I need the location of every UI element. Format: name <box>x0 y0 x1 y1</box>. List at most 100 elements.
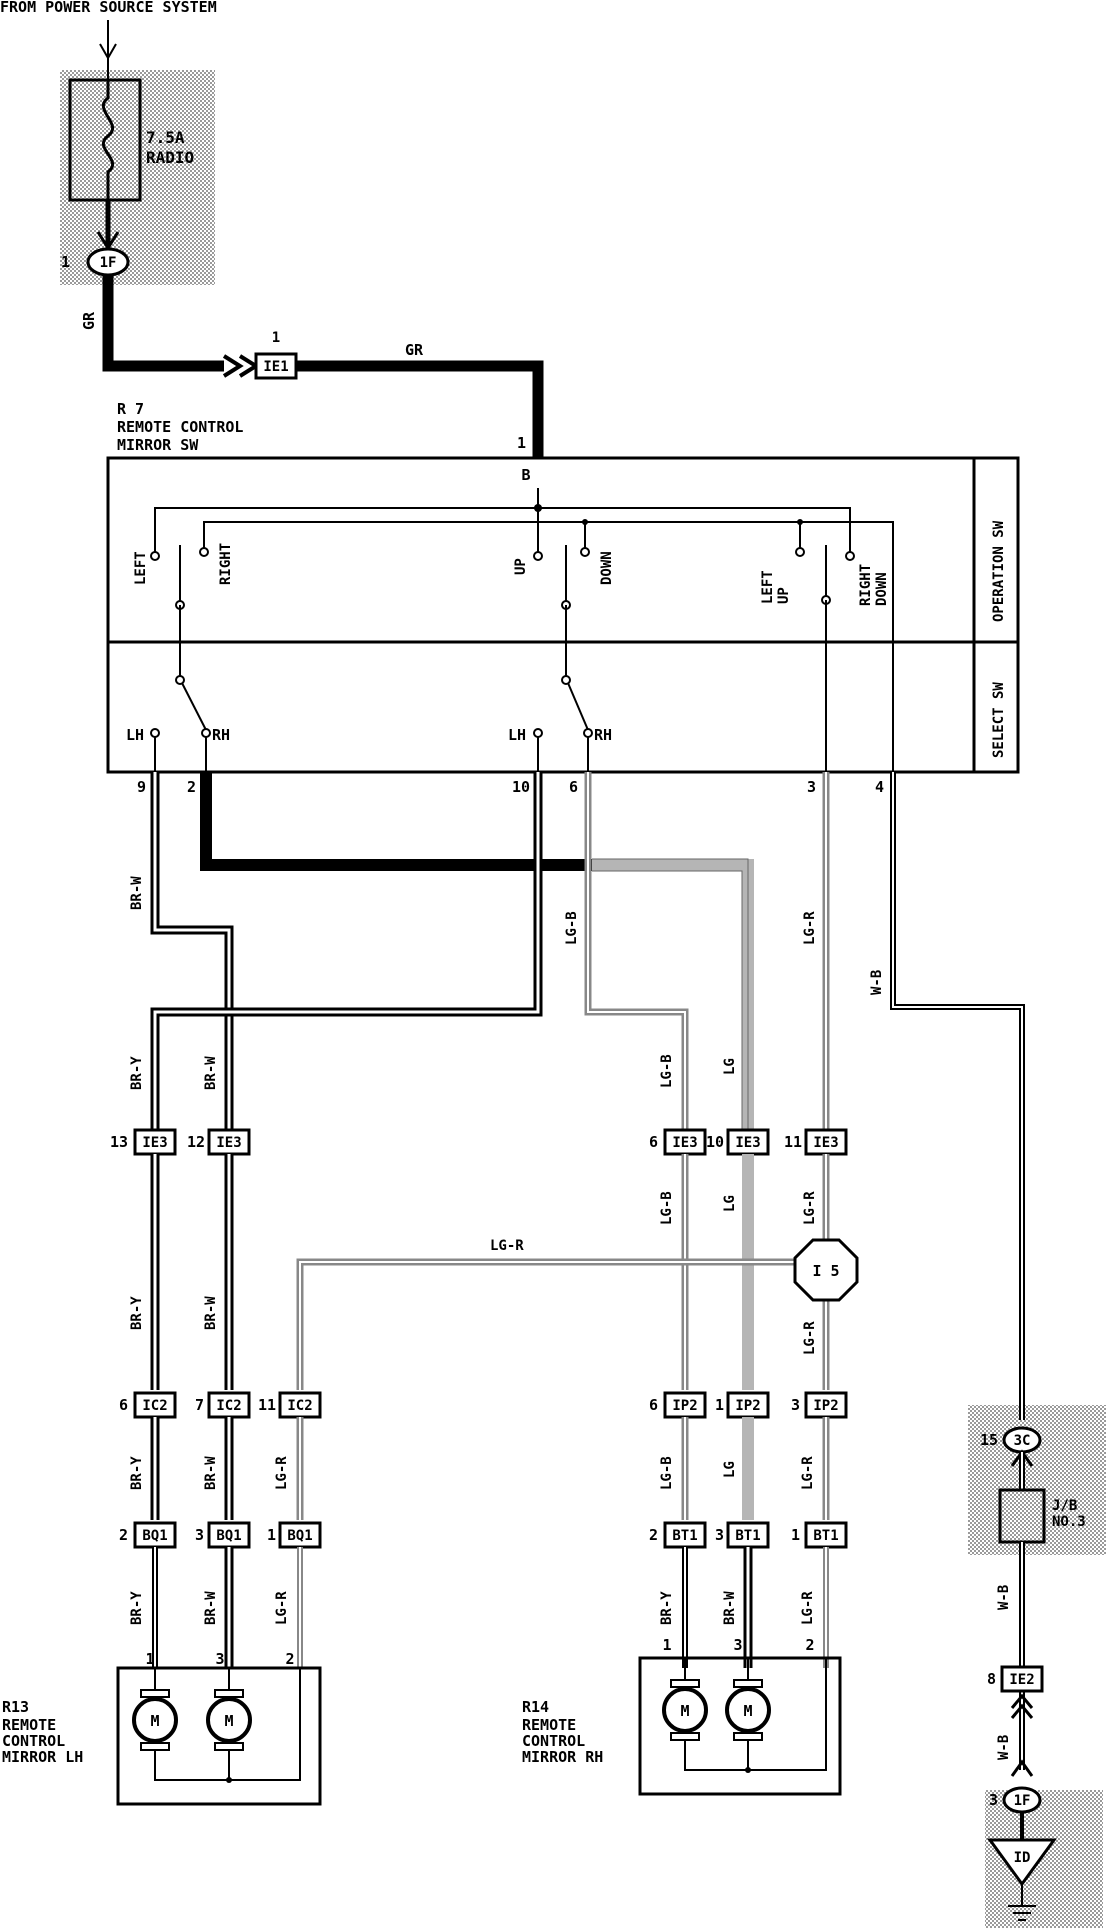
connector-ip2-1-label: IP2 <box>735 1398 760 1414</box>
contact-up: UP <box>513 558 529 575</box>
motor-label: M <box>224 1712 233 1730</box>
connector-ic2-7-label: IC2 <box>216 1398 241 1414</box>
connector-3c-label: 3C <box>1014 1433 1031 1449</box>
junction-block-line2: NO.3 <box>1052 1514 1086 1530</box>
connector-ie1-label: IE1 <box>263 359 288 375</box>
connector-ie3-10-label: IE3 <box>735 1135 760 1151</box>
connector-ic2-11-label: IC2 <box>287 1398 312 1414</box>
junction-block-shade <box>968 1405 1106 1555</box>
mirror-lh-line2: CONTROL <box>2 1732 65 1750</box>
fuse-box <box>68 78 142 202</box>
bq1-bt1-row: BQ1 2 BQ1 3 BQ1 1 BT1 2 BT1 3 BT1 1 <box>119 1521 848 1549</box>
contact-rh-1: RH <box>212 726 230 744</box>
mirror-rh-id: R14 <box>522 1698 549 1716</box>
contact-left-up-1: LEFT <box>760 570 776 604</box>
wire-gr-label-2: GR <box>405 341 424 359</box>
connector-ie3-12-pin: 12 <box>187 1133 205 1151</box>
connector-bq1-2-pin: 2 <box>119 1526 128 1544</box>
connector-bt1-1-pin: 1 <box>791 1526 800 1544</box>
connector-bq1-1-pin: 1 <box>267 1526 276 1544</box>
connector-ic2-6-pin: 6 <box>119 1396 128 1414</box>
wire-lg-b-label-4: LG-B <box>659 1456 675 1490</box>
ground-icon <box>1008 1884 1036 1921</box>
fuse-block: 7.5A RADIO 1F 1 <box>61 20 194 277</box>
wire-w-b-main <box>890 772 1025 1420</box>
ground-point-icon <box>987 1838 1057 1887</box>
motor-label: M <box>743 1702 752 1720</box>
connector-ie3-6-pin: 6 <box>649 1133 658 1151</box>
wire-lg-r-branch <box>296 1258 806 1390</box>
connector-ie3-10-pin: 10 <box>706 1133 724 1151</box>
fuse-name: RADIO <box>146 148 194 167</box>
select-sw-label: SELECT SW <box>991 682 1007 758</box>
connector-ie3-12-label: IE3 <box>216 1135 241 1151</box>
connector-bq1-2-label: BQ1 <box>142 1528 167 1544</box>
connector-ip2-3-pin: 3 <box>791 1396 800 1414</box>
connector-ie2 <box>1000 1665 1044 1693</box>
fuse-icon <box>101 80 115 200</box>
switch-r7: OPERATION SW SELECT SW B LEFT RIGHT UP D… <box>106 456 1020 774</box>
header-title: FROM POWER SOURCE SYSTEM <box>0 0 217 16</box>
wire-lg-gray <box>592 859 754 1142</box>
wire-lg-label-2: LG <box>722 1195 738 1212</box>
connector-ie1-pin: 1 <box>272 330 280 346</box>
wire-br-y-label-3: BR-Y <box>129 1456 145 1490</box>
connector-ie3-11-label: IE3 <box>813 1135 838 1151</box>
switch-id: R 7 <box>117 400 144 418</box>
motor-icon <box>725 1687 771 1733</box>
contact-right-down-1: RIGHT <box>858 564 874 606</box>
wire-br-w-label-2: BR-W <box>203 1056 219 1090</box>
connector-ip2-6-label: IP2 <box>672 1398 697 1414</box>
contact-lh-2: LH <box>508 726 526 744</box>
wire-gr-2 <box>296 360 544 458</box>
wire-lg-r-label-2: LG-R <box>802 1191 818 1225</box>
mirror-rh-pin-1: 1 <box>662 1636 671 1654</box>
power-source-shade <box>60 70 215 285</box>
connector-bq1-3-pin: 3 <box>195 1526 204 1544</box>
wire-w-b-label-1: W-B <box>869 970 885 995</box>
wire-w-b-label-2: W-B <box>996 1585 1012 1610</box>
motor-label: M <box>150 1712 159 1730</box>
wire-lg-label-3: LG <box>722 1461 738 1478</box>
switch-pin-3: 3 <box>807 778 816 796</box>
mirror-rh-pin-2: 2 <box>805 1636 814 1654</box>
wire-br-w-label-5: BR-W <box>203 1591 219 1625</box>
ie3-row: IE3 13 IE3 12 IE3 6 IE3 10 IE3 11 <box>110 1128 848 1156</box>
switch-terminal-b: B <box>521 466 530 484</box>
wire-lg-r-label-4: LG-R <box>274 1456 290 1490</box>
motor-icon <box>662 1687 708 1733</box>
switch-pin-10: 10 <box>512 778 530 796</box>
fuse-rating: 7.5A <box>146 128 185 147</box>
wire-br-y-label-2: BR-Y <box>129 1296 145 1330</box>
switch-name-2: MIRROR SW <box>117 436 199 454</box>
mirror-rh-line3: MIRROR RH <box>522 1748 603 1766</box>
contact-lh-1: LH <box>126 726 144 744</box>
mirror-lh-pin-2: 2 <box>285 1650 294 1668</box>
wire-br-w-label-1: BR-W <box>129 876 145 910</box>
wire-br-w-label-6: BR-W <box>722 1591 738 1625</box>
mirror-lh-line1: REMOTE <box>2 1716 56 1734</box>
connector-ie2-pin: 8 <box>987 1670 996 1688</box>
connector-ip2-6-pin: 6 <box>649 1396 658 1414</box>
connector-bt1-2-pin: 2 <box>649 1526 658 1544</box>
wire-br-y-label-5: BR-Y <box>659 1591 675 1625</box>
connector-i5 <box>793 1238 859 1302</box>
wire-gr-label-1: GR <box>80 311 98 330</box>
switch-pin-2: 2 <box>187 778 196 796</box>
connector-ie3-11-pin: 11 <box>784 1133 802 1151</box>
switch-pin-9: 9 <box>137 778 146 796</box>
wire-lg-b-label-3: LG-B <box>659 1191 675 1225</box>
ic2-ip2-row: IC2 6 IC2 7 IC2 11 IP2 6 IP2 1 IP2 3 <box>119 1391 848 1419</box>
wire-w-b-label-3: W-B <box>996 1735 1012 1760</box>
mirror-rh-line2: CONTROL <box>522 1732 585 1750</box>
wire-lg-r-label-5: LG-R <box>800 1456 816 1490</box>
contact-rh-2: RH <box>594 726 612 744</box>
wire-br-w-label-3: BR-W <box>203 1296 219 1330</box>
wire-lg-b-label-1: LG-B <box>564 911 580 945</box>
connector-bt1-2-label: BT1 <box>672 1528 697 1544</box>
connector-ic2-11-pin: 11 <box>258 1396 276 1414</box>
switch-pin-6: 6 <box>569 778 578 796</box>
connector-i5-label: I 5 <box>812 1262 839 1280</box>
wire-br-y-label-4: BR-Y <box>129 1591 145 1625</box>
